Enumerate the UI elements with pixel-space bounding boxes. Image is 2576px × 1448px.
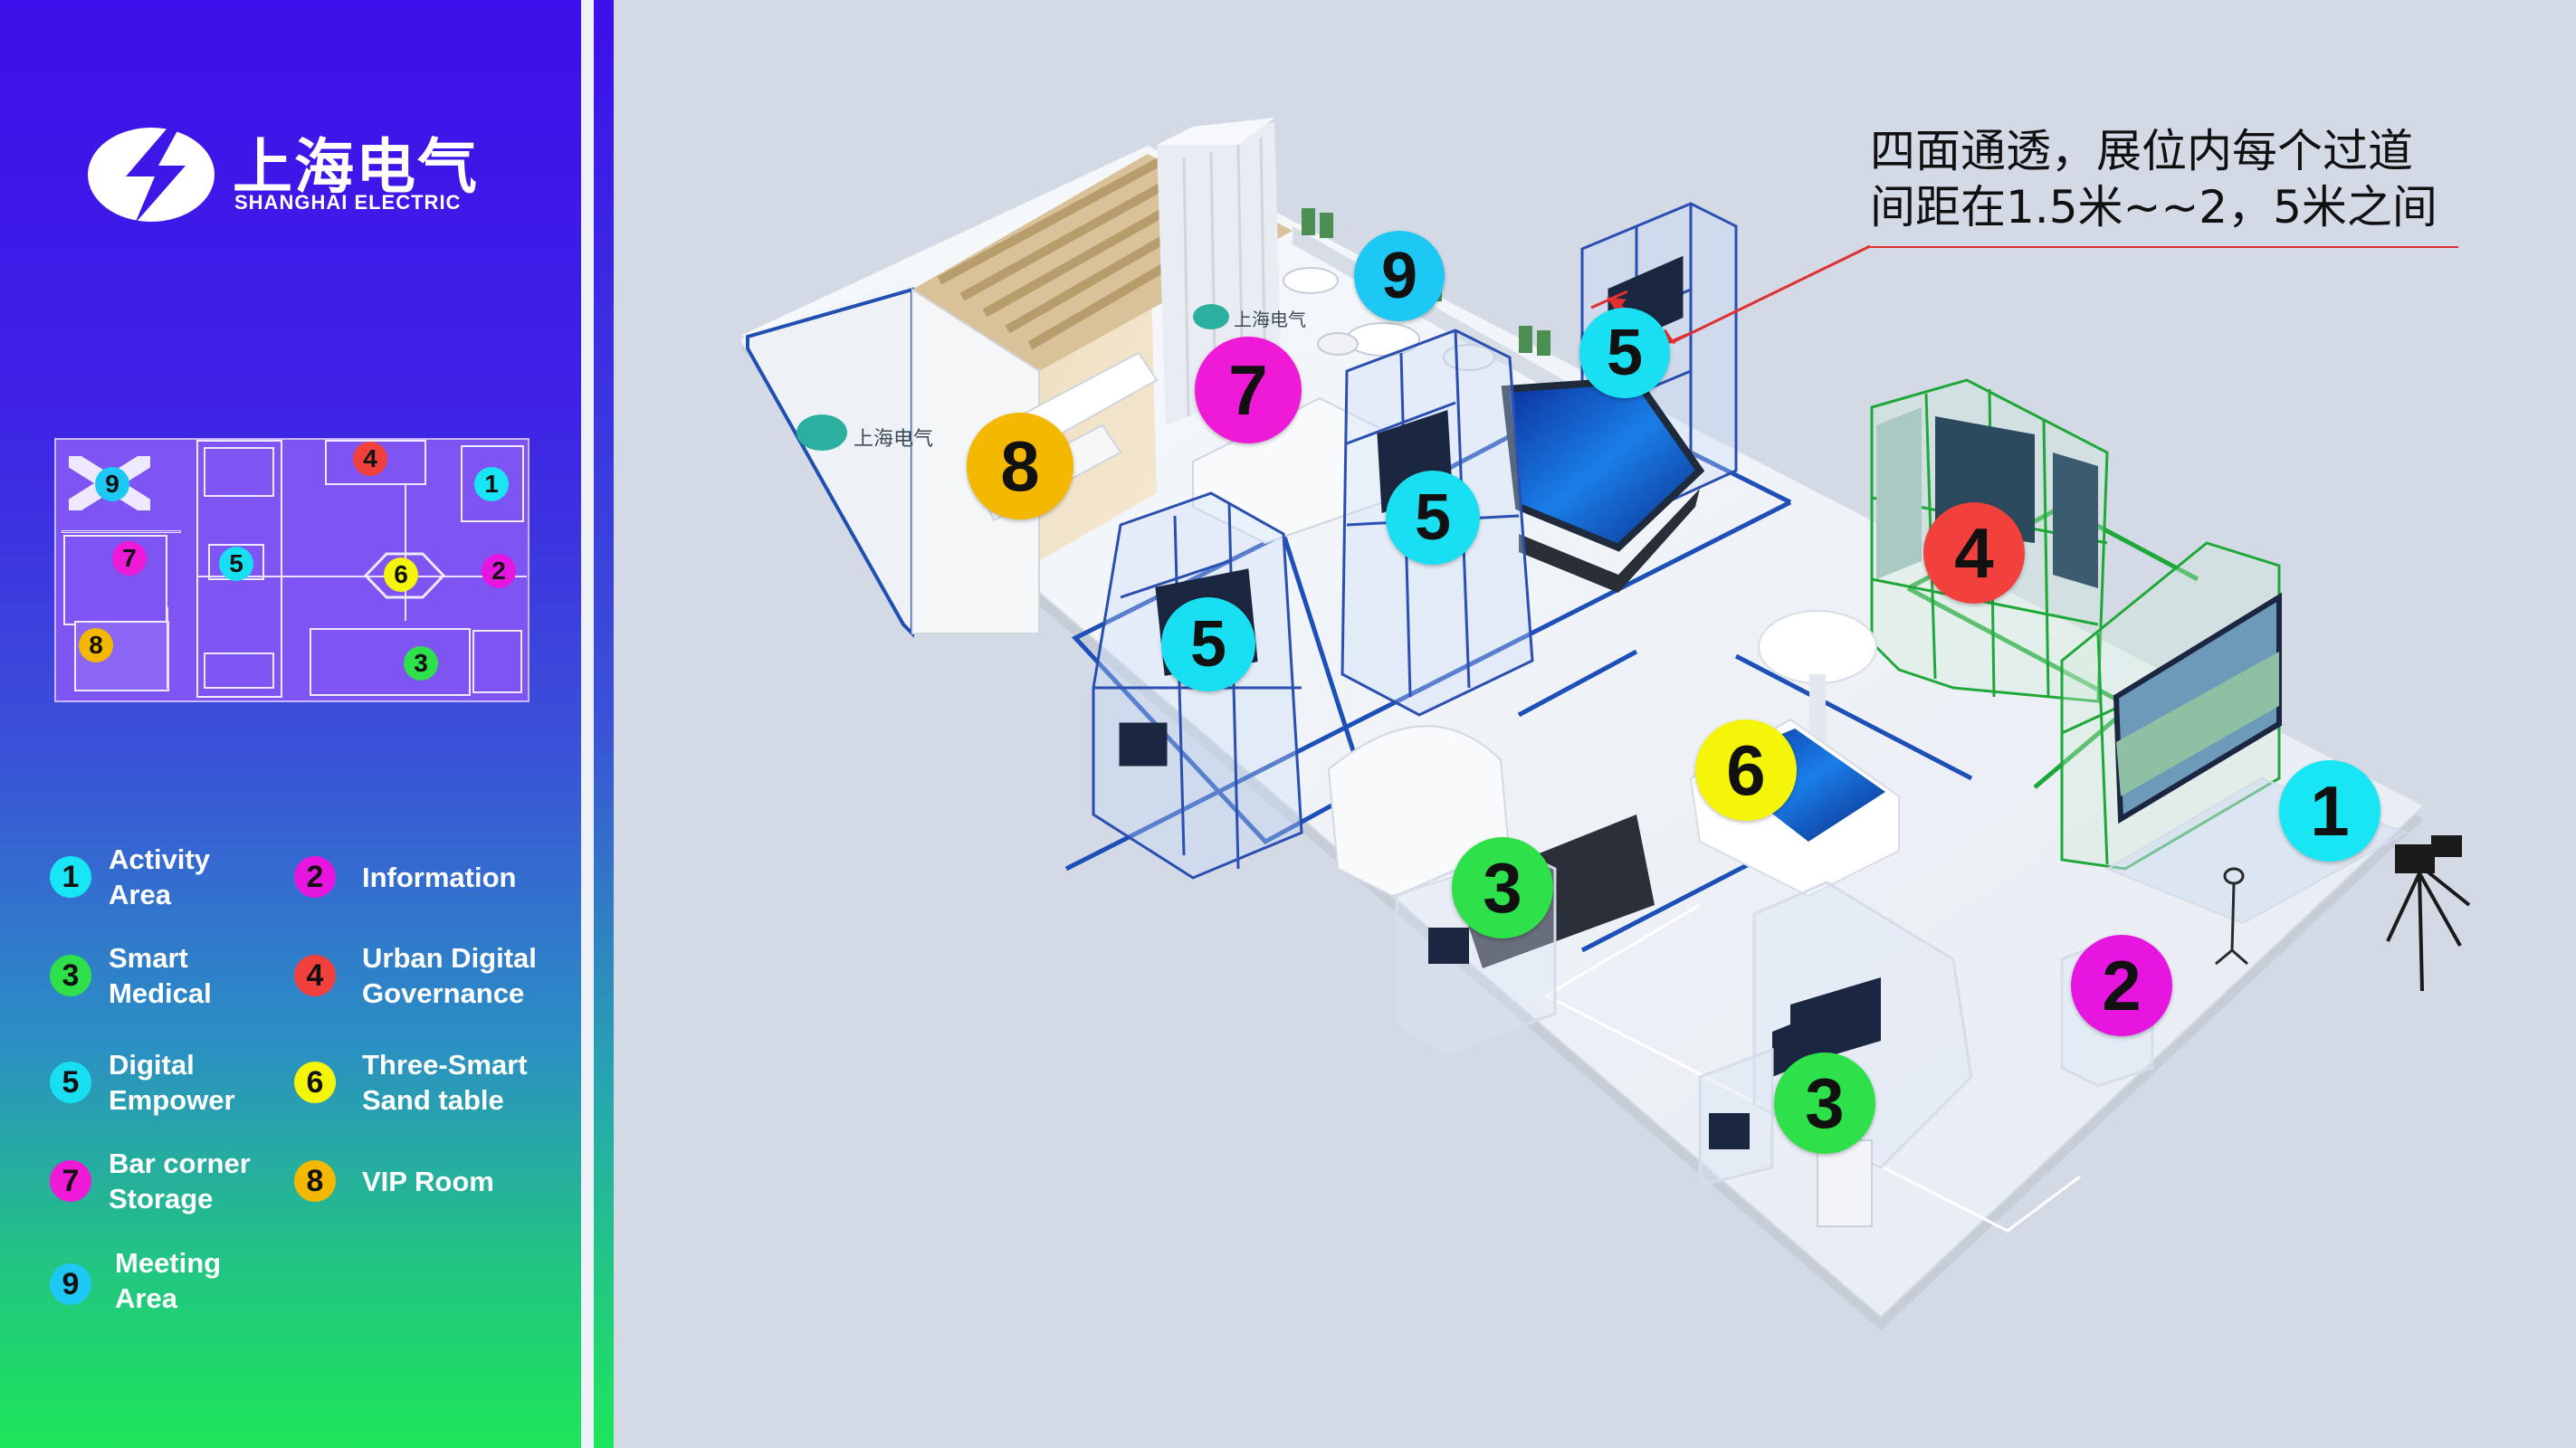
legend-label: VIP Room [362, 1166, 494, 1197]
bar-logo-text: 上海电气 [1234, 310, 1306, 330]
legend-label: Activity Area [109, 843, 210, 910]
zone-badge-meeting-area: 9 [1354, 231, 1445, 321]
divider-stripe [581, 0, 594, 1448]
aisle-spacing-note: 四面通透，展位内每个过道 间距在1.5米~~2，5米之间 [1870, 123, 2458, 235]
legend-badge: 7 [50, 1160, 91, 1202]
legend-badge: 1 [50, 856, 91, 898]
legend-badge: 6 [294, 1062, 336, 1103]
legend-badge: 8 [294, 1160, 336, 1202]
legend-badge: 5 [50, 1062, 91, 1103]
shanghai-electric-logo-icon [88, 126, 215, 224]
camera-tripod-icon [2386, 835, 2471, 992]
brand-name-en: SHANGHAI ELECTRIC [234, 191, 462, 214]
legend-badge: 3 [50, 955, 91, 996]
zone-badge-digital-empower-middle: 5 [1386, 471, 1480, 565]
booth-floor [739, 143, 2426, 1330]
brand-logo: 上海电气 SHANGHAI ELECTRIC [86, 113, 502, 240]
brand-name-cn: 上海电气 [233, 132, 479, 202]
zone-badge-activity-area: 1 [2279, 760, 2380, 862]
aisle-note-line2: 间距在1.5米~~2，5米之间 [1870, 181, 2438, 233]
zone-badge-smart-medical-upper: 3 [1452, 837, 1553, 938]
aisle-note-line1: 四面通透，展位内每个过道 [1870, 125, 2413, 177]
mini-badge-7: 7 [112, 541, 147, 576]
zone-badge-urban-digital-governance: 4 [1923, 502, 2025, 604]
vip-room-logo-text: 上海电气 [854, 427, 933, 450]
legend-label: Smart Medical [109, 942, 212, 1009]
legend-badge: 9 [50, 1263, 91, 1305]
mini-badge-8: 8 [79, 628, 113, 662]
legend-label: Information [362, 862, 517, 893]
zone-badge-smart-medical-lower: 3 [1774, 1053, 1875, 1154]
zone-badge-sand-table: 6 [1695, 719, 1797, 821]
booth-3d-view: 上海电气 上海电气 [614, 0, 2576, 1448]
legend-label: Three-Smart Sand table [362, 1049, 528, 1116]
divider-stripe-color [594, 0, 614, 1448]
zone-badge-vip-room: 8 [967, 413, 1073, 519]
annotation-underline [1870, 246, 2458, 248]
zone-badge-bar-corner: 7 [1195, 337, 1302, 443]
ring-light-stand-icon [2215, 867, 2248, 966]
legend-label: Urban Digital Governance [362, 942, 537, 1009]
mini-floor-plan: 9 1 4 7 5 6 2 8 3 [54, 438, 530, 702]
legend-label: Bar corner Storage [109, 1148, 251, 1215]
activity-area-wall [2060, 541, 2282, 871]
mini-badge-1: 1 [474, 467, 509, 501]
mini-badge-2: 2 [482, 554, 516, 588]
booth-scene: 上海电气 上海电气 [739, 118, 2471, 1330]
sand-table-icon [363, 552, 446, 599]
legend-badge: 2 [294, 856, 336, 898]
mini-badge-9: 9 [95, 467, 129, 501]
legend-label: Meeting Area [115, 1247, 222, 1314]
mini-badge-3: 3 [404, 646, 438, 681]
smart-medical-station-lower [1698, 881, 1973, 1227]
legend-badge: 4 [294, 955, 336, 996]
mini-badge-5: 5 [219, 547, 253, 581]
sidebar: 上海电气 SHANGHAI ELECTRIC 9 1 4 7 5 6 2 8 [0, 0, 581, 1448]
mini-badge-4: 4 [353, 442, 387, 476]
digital-empower-cabinet-top [1501, 202, 1738, 593]
zone-badge-digital-empower-left: 5 [1161, 597, 1255, 691]
mini-badge-6: 6 [384, 557, 418, 592]
zone-badge-digital-empower-top: 5 [1579, 308, 1670, 398]
zone-badge-information: 2 [2071, 935, 2172, 1036]
legend-label: Digital Empower [109, 1049, 235, 1116]
